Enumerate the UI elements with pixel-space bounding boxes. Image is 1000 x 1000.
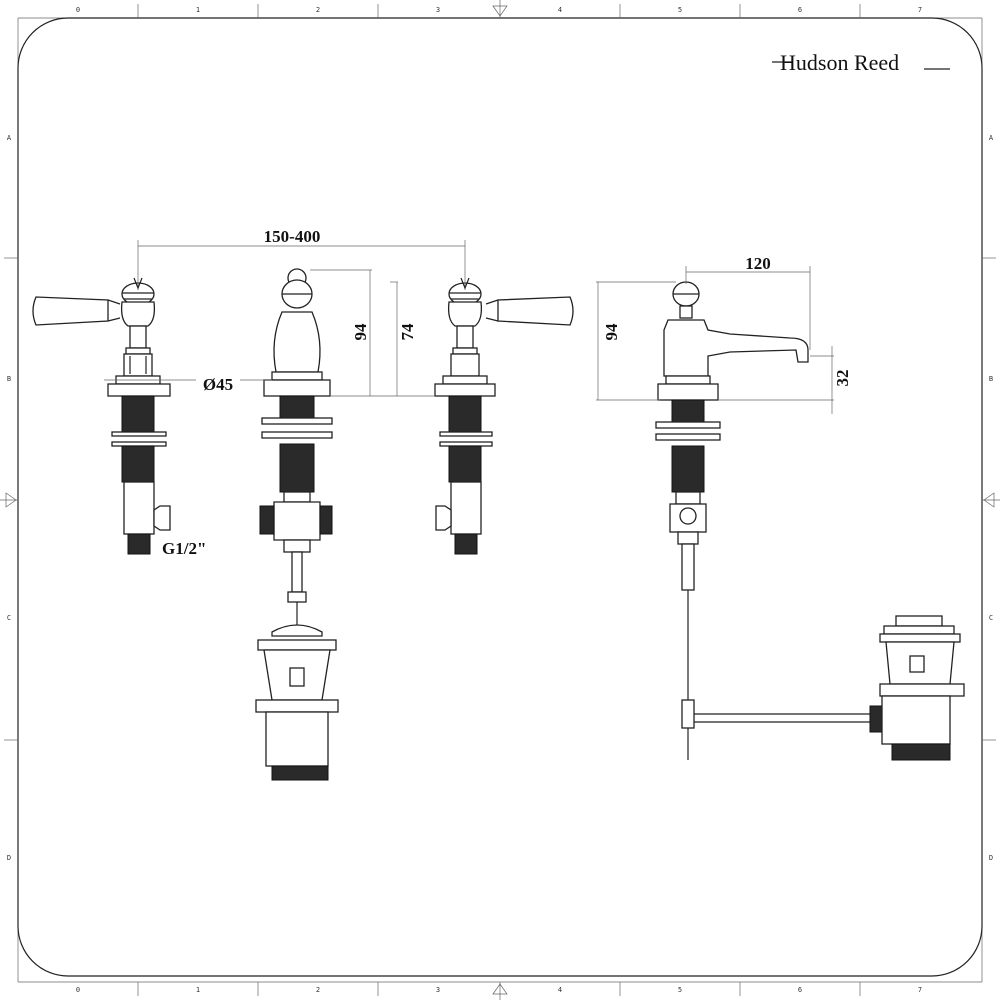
ruler-col-4: 4: [558, 6, 562, 14]
brand-logo: Hudson Reed: [772, 50, 950, 75]
dimension-labels: 150-400 Ø45 G1/2" 94 74 94 120 32: [162, 227, 852, 558]
ruler-col-4: 4: [558, 986, 562, 994]
ruler-col-1: 1: [196, 6, 200, 14]
ruler-col-0: 0: [76, 6, 80, 14]
ruler-col-7: 7: [918, 986, 922, 994]
ruler-row-c: C: [989, 614, 993, 622]
right-valve: [434, 282, 574, 555]
ruler-col-1: 1: [196, 986, 200, 994]
ruler-row-d: D: [989, 854, 993, 862]
ruler-col-5: 5: [678, 986, 682, 994]
center-spout: [255, 268, 339, 781]
ruler-col-3: 3: [436, 986, 440, 994]
ruler-row-d: D: [7, 854, 11, 862]
base-diameter-dimension: Ø45: [203, 375, 233, 394]
ruler-columns-top: 0 1 2 3 4 5 6 7: [76, 6, 922, 14]
ruler-row-b: B: [7, 375, 11, 383]
ruler-columns-bottom: 0 1 2 3 4 5 6 7: [76, 986, 922, 994]
ruler-rows-right: A B C D: [989, 134, 994, 862]
tap-height-dimension: 94: [602, 323, 621, 341]
spacing-dimension: 150-400: [264, 227, 321, 246]
ruler-col-3: 3: [436, 6, 440, 14]
side-view-tap: [655, 281, 965, 761]
dimension-lines: [104, 240, 834, 414]
ruler-col-2: 2: [316, 986, 320, 994]
spout-outlet-dimension: 32: [833, 370, 852, 387]
spout-reach-dimension: 120: [745, 254, 771, 273]
connection-thread-label: G1/2": [162, 539, 206, 558]
ruler-col-5: 5: [678, 6, 682, 14]
ruler-col-6: 6: [798, 986, 802, 994]
ruler-col-7: 7: [918, 6, 922, 14]
brand-name: Hudson Reed: [780, 50, 899, 75]
ruler-row-a: A: [7, 134, 12, 142]
ruler-row-b: B: [989, 375, 993, 383]
ruler-col-6: 6: [798, 6, 802, 14]
ruler-col-0: 0: [76, 986, 80, 994]
handle-height-dimension: 94: [351, 323, 370, 341]
ruler-rows-left: A B C D: [7, 134, 12, 862]
left-valve: [32, 282, 171, 555]
ruler-col-2: 2: [316, 6, 320, 14]
spout-height-dimension: 74: [398, 323, 417, 341]
ruler-row-c: C: [7, 614, 11, 622]
ruler-row-a: A: [989, 134, 994, 142]
